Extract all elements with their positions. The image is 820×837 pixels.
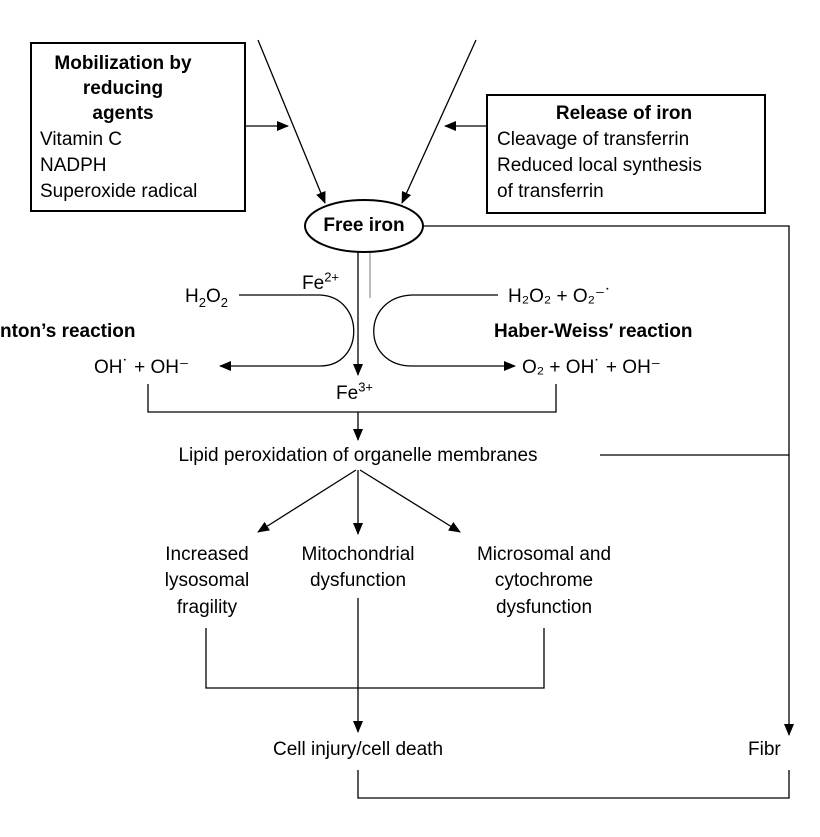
outcome-microsomal-3: dysfunction [495,597,593,618]
free-iron-label: Free iron [323,215,405,236]
release-item-cleavage: Cleavage of transferrin [497,129,690,150]
mobilization-item-vitamin-c: Vitamin C [40,129,123,150]
arrow-to-microsomal [359,469,461,533]
fe3-label: Fe3+ [336,379,374,406]
free-iron-node [304,199,424,253]
haber-reactant: H₂O₂ + O₂⁻˙ [508,286,612,307]
release-title: Release of iron [555,103,693,124]
fenton-reactant: H2O2 [185,285,228,309]
arrow-right-to-free-iron [401,39,477,204]
arrow-to-lysosomal [257,469,357,533]
curve-fenton [219,294,355,371]
outcome-mito-1: Mitochondrial [301,544,415,565]
fenton-reactant-h: H [185,286,199,307]
outcome-microsomal-2: cytochrome [494,570,594,591]
fibrosis-label: Fibr [748,739,781,760]
outcome-microsomal-1: Microsomal and [476,544,612,565]
mobilization-item-nadph: NADPH [40,155,107,176]
curve-haber-weiss [373,294,516,371]
haber-product: O₂ + OH˙ + OH⁻ [522,357,661,378]
fe3-base: Fe [336,383,359,404]
fe2-sup: 2+ [324,269,340,285]
line-cell-injury-to-fibrosis [357,770,790,799]
outcome-lysosomal-3: fragility [176,597,238,618]
cell-injury: Cell injury/cell death [272,739,444,760]
release-box [486,94,766,214]
outcome-lysosomal-2: lysosomal [164,570,250,591]
bracket-reactions [147,384,557,413]
line-free-iron-to-fibrosis [424,225,794,736]
fenton-product: OH˙ + OH⁻ [94,357,190,378]
outcome-mito-2: dysfunction [309,570,407,591]
fenton-reaction-label: nton’s reaction [0,321,136,342]
release-item-of-transferrin: of transferrin [497,181,604,202]
arrow-left-to-free-iron [257,39,326,204]
mobilization-title-1: Mobilization by [54,53,192,74]
mobilization-box [30,42,246,212]
release-item-reduced-synthesis: Reduced local synthesis [497,155,702,176]
fenton-reactant-sub2: 2 [220,294,228,310]
mobilization-title-2: reducing [82,78,164,99]
fe2-base: Fe [302,273,325,294]
haber-reaction-label: Haber-Weiss′ reaction [494,321,693,342]
outcome-lysosomal-1: Increased [165,544,249,565]
fe3-sup: 3+ [358,379,374,395]
fe2-label: Fe2+ [302,269,340,296]
mobilization-item-superoxide: Superoxide radical [40,181,198,202]
bracket-outcomes [205,628,545,689]
fenton-reactant-sub1: 2 [198,294,206,310]
fenton-reactant-o: O [205,286,221,307]
lipid-peroxidation: Lipid peroxidation of organelle membrane… [178,445,538,466]
mobilization-title-3: agents [92,103,154,124]
